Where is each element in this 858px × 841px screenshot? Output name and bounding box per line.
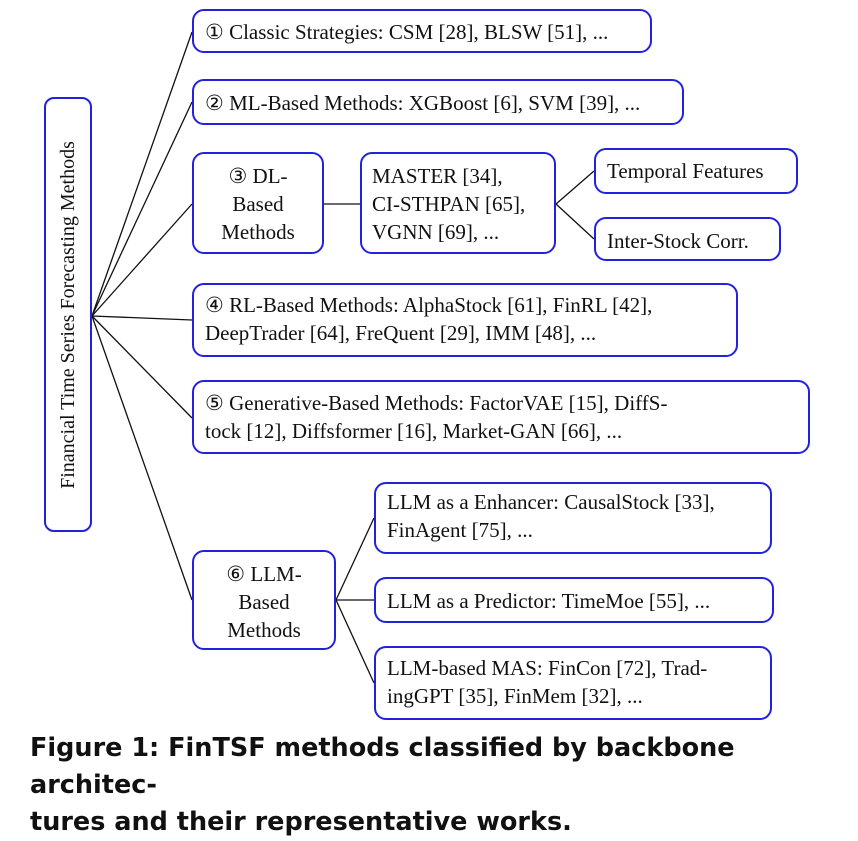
edge-models-inter (555, 203, 595, 240)
category-dl-based: ③ DL- Based Methods (192, 152, 324, 254)
edge-cat6-enhancer (335, 517, 375, 601)
root-node: Financial Time Series Forecasting Method… (44, 97, 92, 532)
edge-root-cat4 (91, 315, 193, 321)
figure-caption: Figure 1: FinTSF methods classified by b… (30, 733, 735, 837)
edge-root-cat3 (91, 203, 193, 317)
category-ml-based: ② ML-Based Methods: XGBoost [6], SVM [39… (192, 79, 684, 125)
dl-models-node: MASTER [34], CI-STHPAN [65], VGNN [69], … (360, 152, 556, 254)
edge-models-temporal (555, 170, 595, 205)
category-generative-based: ⑤ Generative-Based Methods: FactorVAE [1… (192, 380, 810, 454)
edge-root-cat5 (91, 315, 193, 419)
llm-mas-node: LLM-based MAS: FinCon [72], Trad- ingGPT… (374, 646, 772, 720)
edge-root-cat6 (91, 315, 193, 601)
edge-cat6-mas (335, 599, 375, 684)
llm-predictor-node: LLM as a Predictor: TimeMoe [55], ... (374, 577, 774, 623)
category-classic-strategies: ① Classic Strategies: CSM [28], BLSW [51… (192, 9, 652, 53)
connector-lines (91, 31, 595, 684)
root-label: Financial Time Series Forecasting Method… (57, 140, 79, 489)
feature-temporal: Temporal Features (594, 148, 798, 194)
category-rl-based: ④ RL-Based Methods: AlphaStock [61], Fin… (192, 283, 738, 357)
edge-root-cat1 (91, 31, 193, 317)
llm-enhancer-node: LLM as a Enhancer: CausalStock [33], Fin… (374, 482, 772, 554)
category-llm-based: ⑥ LLM- Based Methods (192, 550, 336, 650)
feature-inter-stock: Inter-Stock Corr. (594, 217, 781, 261)
edge-root-cat2 (91, 101, 193, 317)
